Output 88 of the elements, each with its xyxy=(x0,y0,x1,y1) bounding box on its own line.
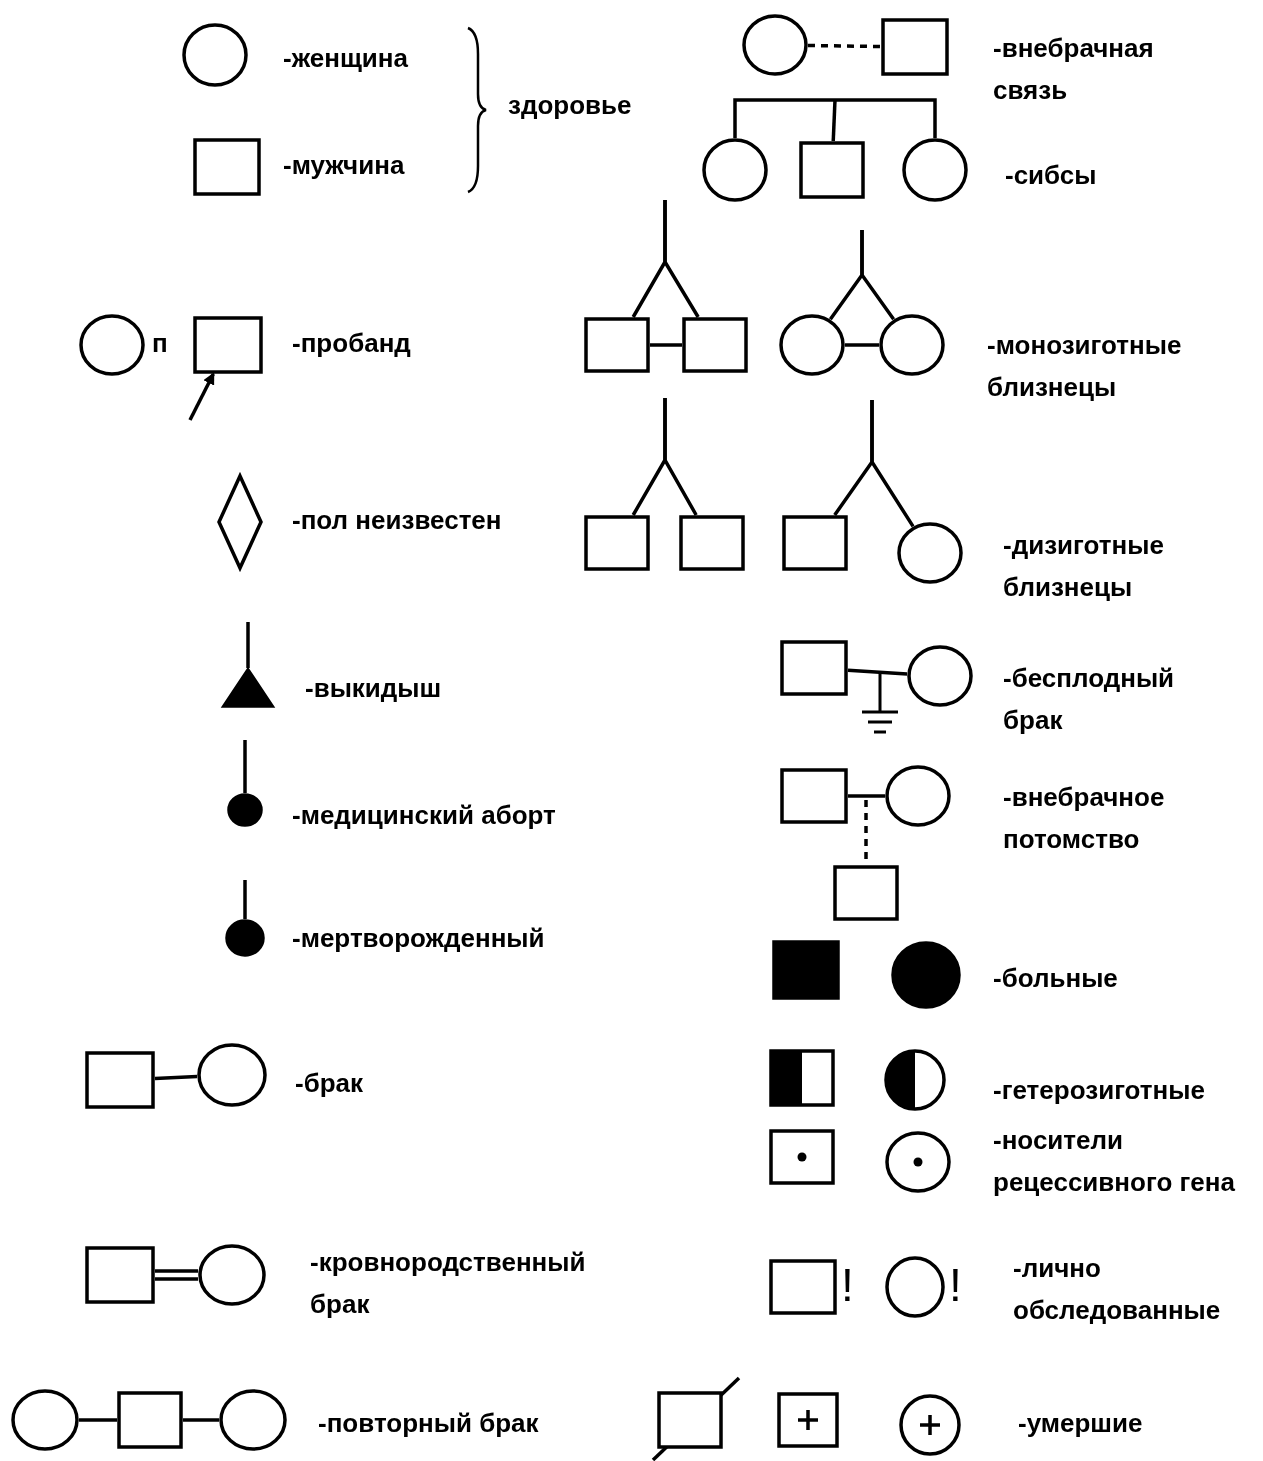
connector-line xyxy=(847,668,908,676)
circle-symbol xyxy=(225,919,265,957)
square-symbol xyxy=(782,515,848,571)
symbol-label: -умершие xyxy=(1018,1407,1143,1440)
square-symbol xyxy=(117,1391,183,1449)
symbol-label: -пол неизвестен xyxy=(292,504,502,537)
connector-line xyxy=(845,343,879,347)
circle-symbol xyxy=(227,793,263,827)
symbol-label: -женщина xyxy=(283,42,408,75)
connector-line xyxy=(870,400,915,528)
connector-line xyxy=(243,740,247,793)
connector-line xyxy=(831,99,837,142)
circle-symbol xyxy=(11,1389,79,1451)
symbol-label: -мужчина xyxy=(283,149,405,182)
dashed-line xyxy=(807,43,882,49)
exclamation-mark: ! xyxy=(949,1260,962,1310)
circle-symbol xyxy=(885,1256,945,1318)
symbol-label: здоровье xyxy=(508,89,632,122)
connector-line xyxy=(733,98,835,138)
symbol-label: -внебрачная связь xyxy=(993,32,1155,107)
symbol-label: -пробанд xyxy=(292,327,411,360)
diamond-symbol xyxy=(217,474,263,570)
symbol-label: -мертворожденный xyxy=(292,922,545,955)
square-symbol xyxy=(679,515,745,571)
connector-line xyxy=(663,200,700,318)
square-symbol xyxy=(193,138,261,196)
circle-symbol xyxy=(907,645,973,707)
connector-line xyxy=(650,343,682,347)
circle-symbol xyxy=(219,1389,287,1451)
square-symbol xyxy=(799,141,865,199)
circle-symbol xyxy=(899,1394,961,1456)
square-symbol xyxy=(85,1246,155,1304)
square-symbol xyxy=(780,768,848,824)
symbol-label: -дизиготные близнецы xyxy=(1003,529,1165,604)
square-symbol xyxy=(881,18,949,76)
square-symbol xyxy=(584,317,650,373)
circle-symbol xyxy=(198,1244,266,1306)
square-symbol xyxy=(193,316,263,374)
circle-symbol xyxy=(879,314,945,376)
square-symbol xyxy=(657,1391,723,1449)
square-symbol xyxy=(772,940,840,1000)
circle-symbol xyxy=(885,1131,951,1193)
square-symbol xyxy=(777,1392,839,1448)
square-symbol xyxy=(769,1049,835,1107)
connector-line xyxy=(154,1074,198,1081)
square-symbol xyxy=(769,1129,835,1185)
symbol-label: -больные xyxy=(993,962,1118,995)
square-symbol xyxy=(769,1259,837,1315)
square-symbol xyxy=(682,317,748,373)
arrow xyxy=(188,372,215,421)
circle-symbol xyxy=(897,522,963,584)
symbol-label: -брак xyxy=(295,1067,364,1100)
triangle-symbol xyxy=(222,668,274,708)
circle-symbol xyxy=(79,314,145,376)
connector-line xyxy=(243,880,247,919)
square-symbol xyxy=(584,515,650,571)
circle-symbol xyxy=(779,314,845,376)
square-symbol xyxy=(85,1051,155,1109)
connector-line xyxy=(663,398,698,516)
connector-line xyxy=(79,1418,117,1422)
symbol-label: -гетерозиготные xyxy=(993,1074,1205,1107)
circle-symbol xyxy=(902,138,968,202)
circle-symbol xyxy=(884,1049,946,1111)
circle-symbol xyxy=(742,14,808,76)
symbol-label: -внебрачное потомство xyxy=(1003,781,1166,856)
connector-line xyxy=(835,98,937,138)
symbol-label: -повторный брак xyxy=(318,1407,539,1440)
symbol-label: -лично обследованные xyxy=(1013,1252,1222,1327)
circle-symbol xyxy=(885,765,951,827)
circle-symbol xyxy=(182,23,248,87)
circle-symbol xyxy=(891,941,961,1009)
circle-symbol xyxy=(197,1043,267,1107)
connector-line xyxy=(183,1418,219,1422)
circle-symbol xyxy=(702,138,768,202)
square-symbol xyxy=(780,640,848,696)
exclamation-mark: ! xyxy=(841,1260,854,1310)
symbol-label: -выкидыш xyxy=(305,672,442,705)
symbol-label: -кровнородственный брак xyxy=(310,1246,587,1321)
symbol-label: -носители рецессивного гена xyxy=(993,1124,1236,1199)
symbol-label: п xyxy=(152,327,168,360)
connector-line xyxy=(860,230,896,321)
symbol-label: -бесплодный брак xyxy=(1003,662,1176,737)
symbol-label: -медицинский аборт xyxy=(292,799,556,832)
square-symbol xyxy=(833,865,899,921)
symbol-label: -сибсы xyxy=(1005,159,1097,192)
connector-line xyxy=(848,794,885,798)
symbol-label: -монозиготные близнецы xyxy=(987,329,1183,404)
connector-line xyxy=(246,622,250,668)
